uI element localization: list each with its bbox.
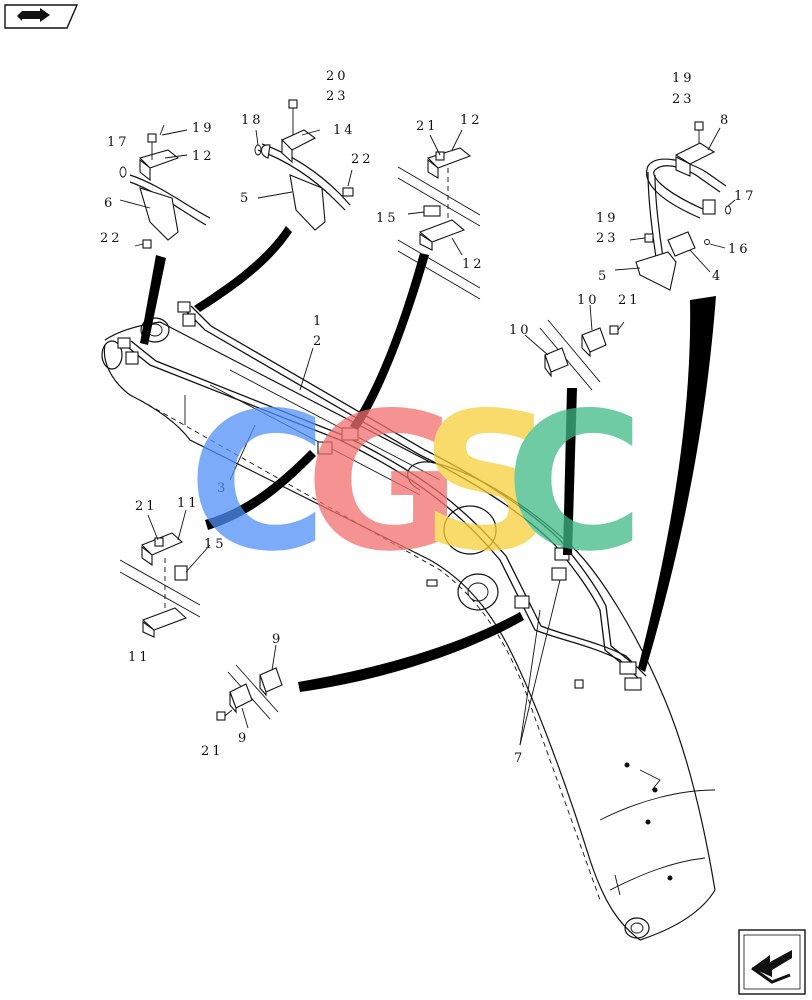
callout-15: 15 xyxy=(376,211,399,226)
callout-23: 23 xyxy=(672,92,695,107)
callout-23: 23 xyxy=(326,89,349,104)
callout-2: 2 xyxy=(313,334,324,349)
callout-19: 19 xyxy=(672,71,695,86)
detail-clamp-11 xyxy=(119,532,201,638)
callout-12: 12 xyxy=(460,113,483,128)
callout-16: 16 xyxy=(728,242,751,257)
callout-3: 3 xyxy=(217,481,228,496)
callout-19: 19 xyxy=(192,121,215,136)
callout-15: 15 xyxy=(204,537,227,552)
callout-11: 11 xyxy=(177,496,200,511)
callout-23: 23 xyxy=(596,231,619,246)
callout-21: 21 xyxy=(201,744,224,759)
callout-17: 17 xyxy=(734,189,757,204)
callout-9: 9 xyxy=(272,632,283,647)
callout-17: 17 xyxy=(107,135,130,150)
detail-bracket-10 xyxy=(539,319,625,391)
callout-21: 21 xyxy=(618,293,641,308)
watermark-letter-c2: C xyxy=(505,372,644,593)
callout-8: 8 xyxy=(720,113,731,128)
watermark-letter-c1: C xyxy=(188,372,327,593)
callout-leaders xyxy=(119,127,736,746)
watermark-logo: C G S C xyxy=(188,372,644,593)
next-page-tab[interactable] xyxy=(4,4,79,29)
pipe-fitting xyxy=(177,301,191,313)
callout-12: 12 xyxy=(192,149,215,164)
leader-bands xyxy=(140,226,716,692)
detail-clamp-6 xyxy=(119,124,211,249)
callout-22: 22 xyxy=(100,231,123,246)
callout-22: 22 xyxy=(351,152,374,167)
callout-21: 21 xyxy=(416,119,439,134)
detail-pipe-4 xyxy=(629,121,731,291)
callout-14: 14 xyxy=(333,123,356,138)
callout-10: 10 xyxy=(509,323,532,338)
watermark-letter-s: S xyxy=(420,372,557,593)
hydraulic-pipes xyxy=(117,301,647,691)
callout-9: 9 xyxy=(238,731,249,746)
detail-clamp-5 xyxy=(254,99,354,231)
callout-5: 5 xyxy=(240,191,251,206)
callout-10: 10 xyxy=(577,293,600,308)
callout-1: 1 xyxy=(313,314,324,329)
watermark-letter-g: G xyxy=(305,372,461,593)
callout-5: 5 xyxy=(598,269,609,284)
callout-18: 18 xyxy=(241,113,264,128)
callout-numbers: 20 23 18 14 22 5 17 19 12 6 22 21 12 15 … xyxy=(100,69,757,766)
callout-19: 19 xyxy=(596,211,619,226)
callout-7: 7 xyxy=(514,751,525,766)
callout-21: 21 xyxy=(135,499,158,514)
detail-clamp-12 xyxy=(397,147,481,300)
return-tab[interactable] xyxy=(738,929,806,995)
detail-bracket-9 xyxy=(216,664,283,721)
callout-12: 12 xyxy=(462,257,485,272)
callout-4: 4 xyxy=(712,269,723,284)
arrow-next-page-icon xyxy=(17,8,50,22)
callout-6: 6 xyxy=(104,196,115,211)
arrow-return-icon xyxy=(751,950,792,984)
callout-11: 11 xyxy=(128,650,151,665)
callout-20: 20 xyxy=(326,69,349,84)
